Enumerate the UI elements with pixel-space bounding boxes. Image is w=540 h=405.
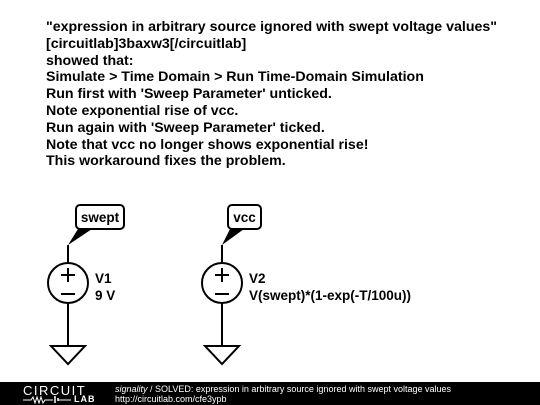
net-label-vcc: vcc xyxy=(233,210,256,225)
author-link[interactable]: signality xyxy=(115,384,148,394)
voltage-source-v1[interactable]: swept V1 9 V xyxy=(47,204,125,366)
circuit-title: SOLVED: expression in arbitrary source i… xyxy=(155,384,452,394)
note-line-8: Note that vcc no longer shows exponentia… xyxy=(46,136,369,153)
source-circle xyxy=(201,262,243,304)
net-label-vcc-pointer xyxy=(222,229,244,245)
schematic: swept V1 9 V vcc V2 V(swept)*(1-exp(-T/1… xyxy=(47,204,411,366)
note-line-6: Note exponential rise of vcc. xyxy=(46,102,239,119)
note-line-5: Run first with 'Sweep Parameter' unticke… xyxy=(46,86,332,103)
net-label-swept-box xyxy=(75,204,125,230)
net-label-vcc-box xyxy=(227,204,262,230)
net-label-swept-pointer xyxy=(68,229,92,245)
separator: / xyxy=(147,384,156,394)
circuit-wave-icon xyxy=(23,395,71,404)
note-line-9: This workaround fixes the problem. xyxy=(46,153,286,170)
footer-title-line: signality / SOLVED: expression in arbitr… xyxy=(115,384,451,394)
ground-icon xyxy=(202,345,242,366)
net-label-swept: swept xyxy=(81,210,120,225)
source-name-v1: V1 xyxy=(95,271,112,286)
circuitlab-logo-lab: LAB xyxy=(74,394,96,404)
note-line-3: showed that: xyxy=(46,52,134,69)
source-value-v2: V(swept)*(1-exp(-T/100u)) xyxy=(249,288,411,303)
note-line-1: "expression in arbitrary source ignored … xyxy=(46,19,498,35)
source-circle xyxy=(47,262,89,304)
description-text: "expression in arbitrary source ignored … xyxy=(46,19,497,170)
source-name-v2: V2 xyxy=(249,271,266,286)
note-line-4: Simulate > Time Domain > Run Time-Domain… xyxy=(46,69,424,86)
source-value-v1: 9 V xyxy=(95,288,115,303)
ground-icon xyxy=(48,345,88,366)
circuit-url-link[interactable]: http://circuitlab.com/cfe3ypb xyxy=(115,394,227,404)
note-line-2: [circuitlab]3baxw3[/circuitlab] xyxy=(46,35,247,52)
voltage-source-v2[interactable]: vcc V2 V(swept)*(1-exp(-T/100u)) xyxy=(201,204,411,366)
circuitlab-logo[interactable]: CIRCUIT xyxy=(23,383,87,398)
footer-bar: CIRCUIT LAB signality / SOLVED: expressi… xyxy=(0,382,540,405)
note-line-7: Run again with 'Sweep Parameter' ticked. xyxy=(46,119,325,136)
